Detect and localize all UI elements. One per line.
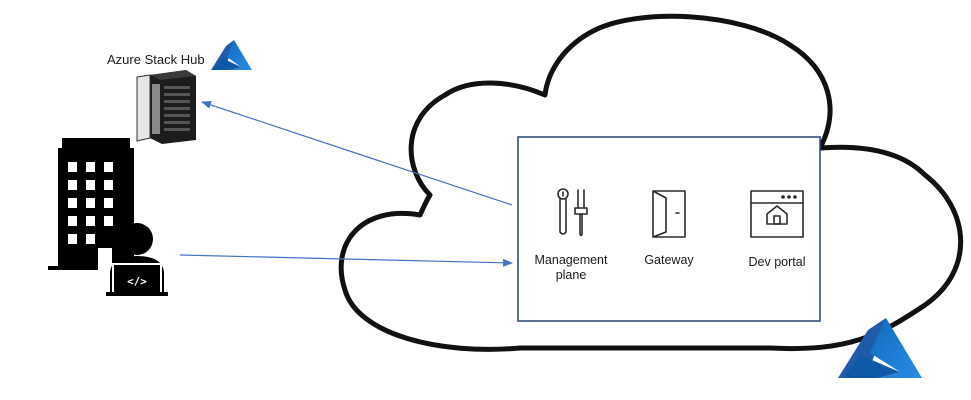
server-rack-icon <box>136 70 196 144</box>
browser-home-icon <box>750 190 804 238</box>
door-icon <box>652 190 686 238</box>
dev-portal-label: Dev portal <box>748 255 806 269</box>
office-building-icon <box>48 138 144 270</box>
arrow-to-cloud <box>179 254 513 267</box>
management-plane-label: Management plane <box>534 253 608 282</box>
gateway-label: Gateway <box>644 253 694 267</box>
azure-stack-hub-label: Azure Stack Hub <box>107 52 205 67</box>
services-box <box>517 136 821 322</box>
arrow-to-stack-hub <box>201 101 513 206</box>
azure-logo-icon <box>838 318 922 378</box>
azure-stack-logo-icon <box>211 40 252 70</box>
code-glyph-icon: </> <box>127 275 147 288</box>
tools-icon <box>557 188 588 237</box>
developer-laptop-icon: </> <box>98 223 168 296</box>
